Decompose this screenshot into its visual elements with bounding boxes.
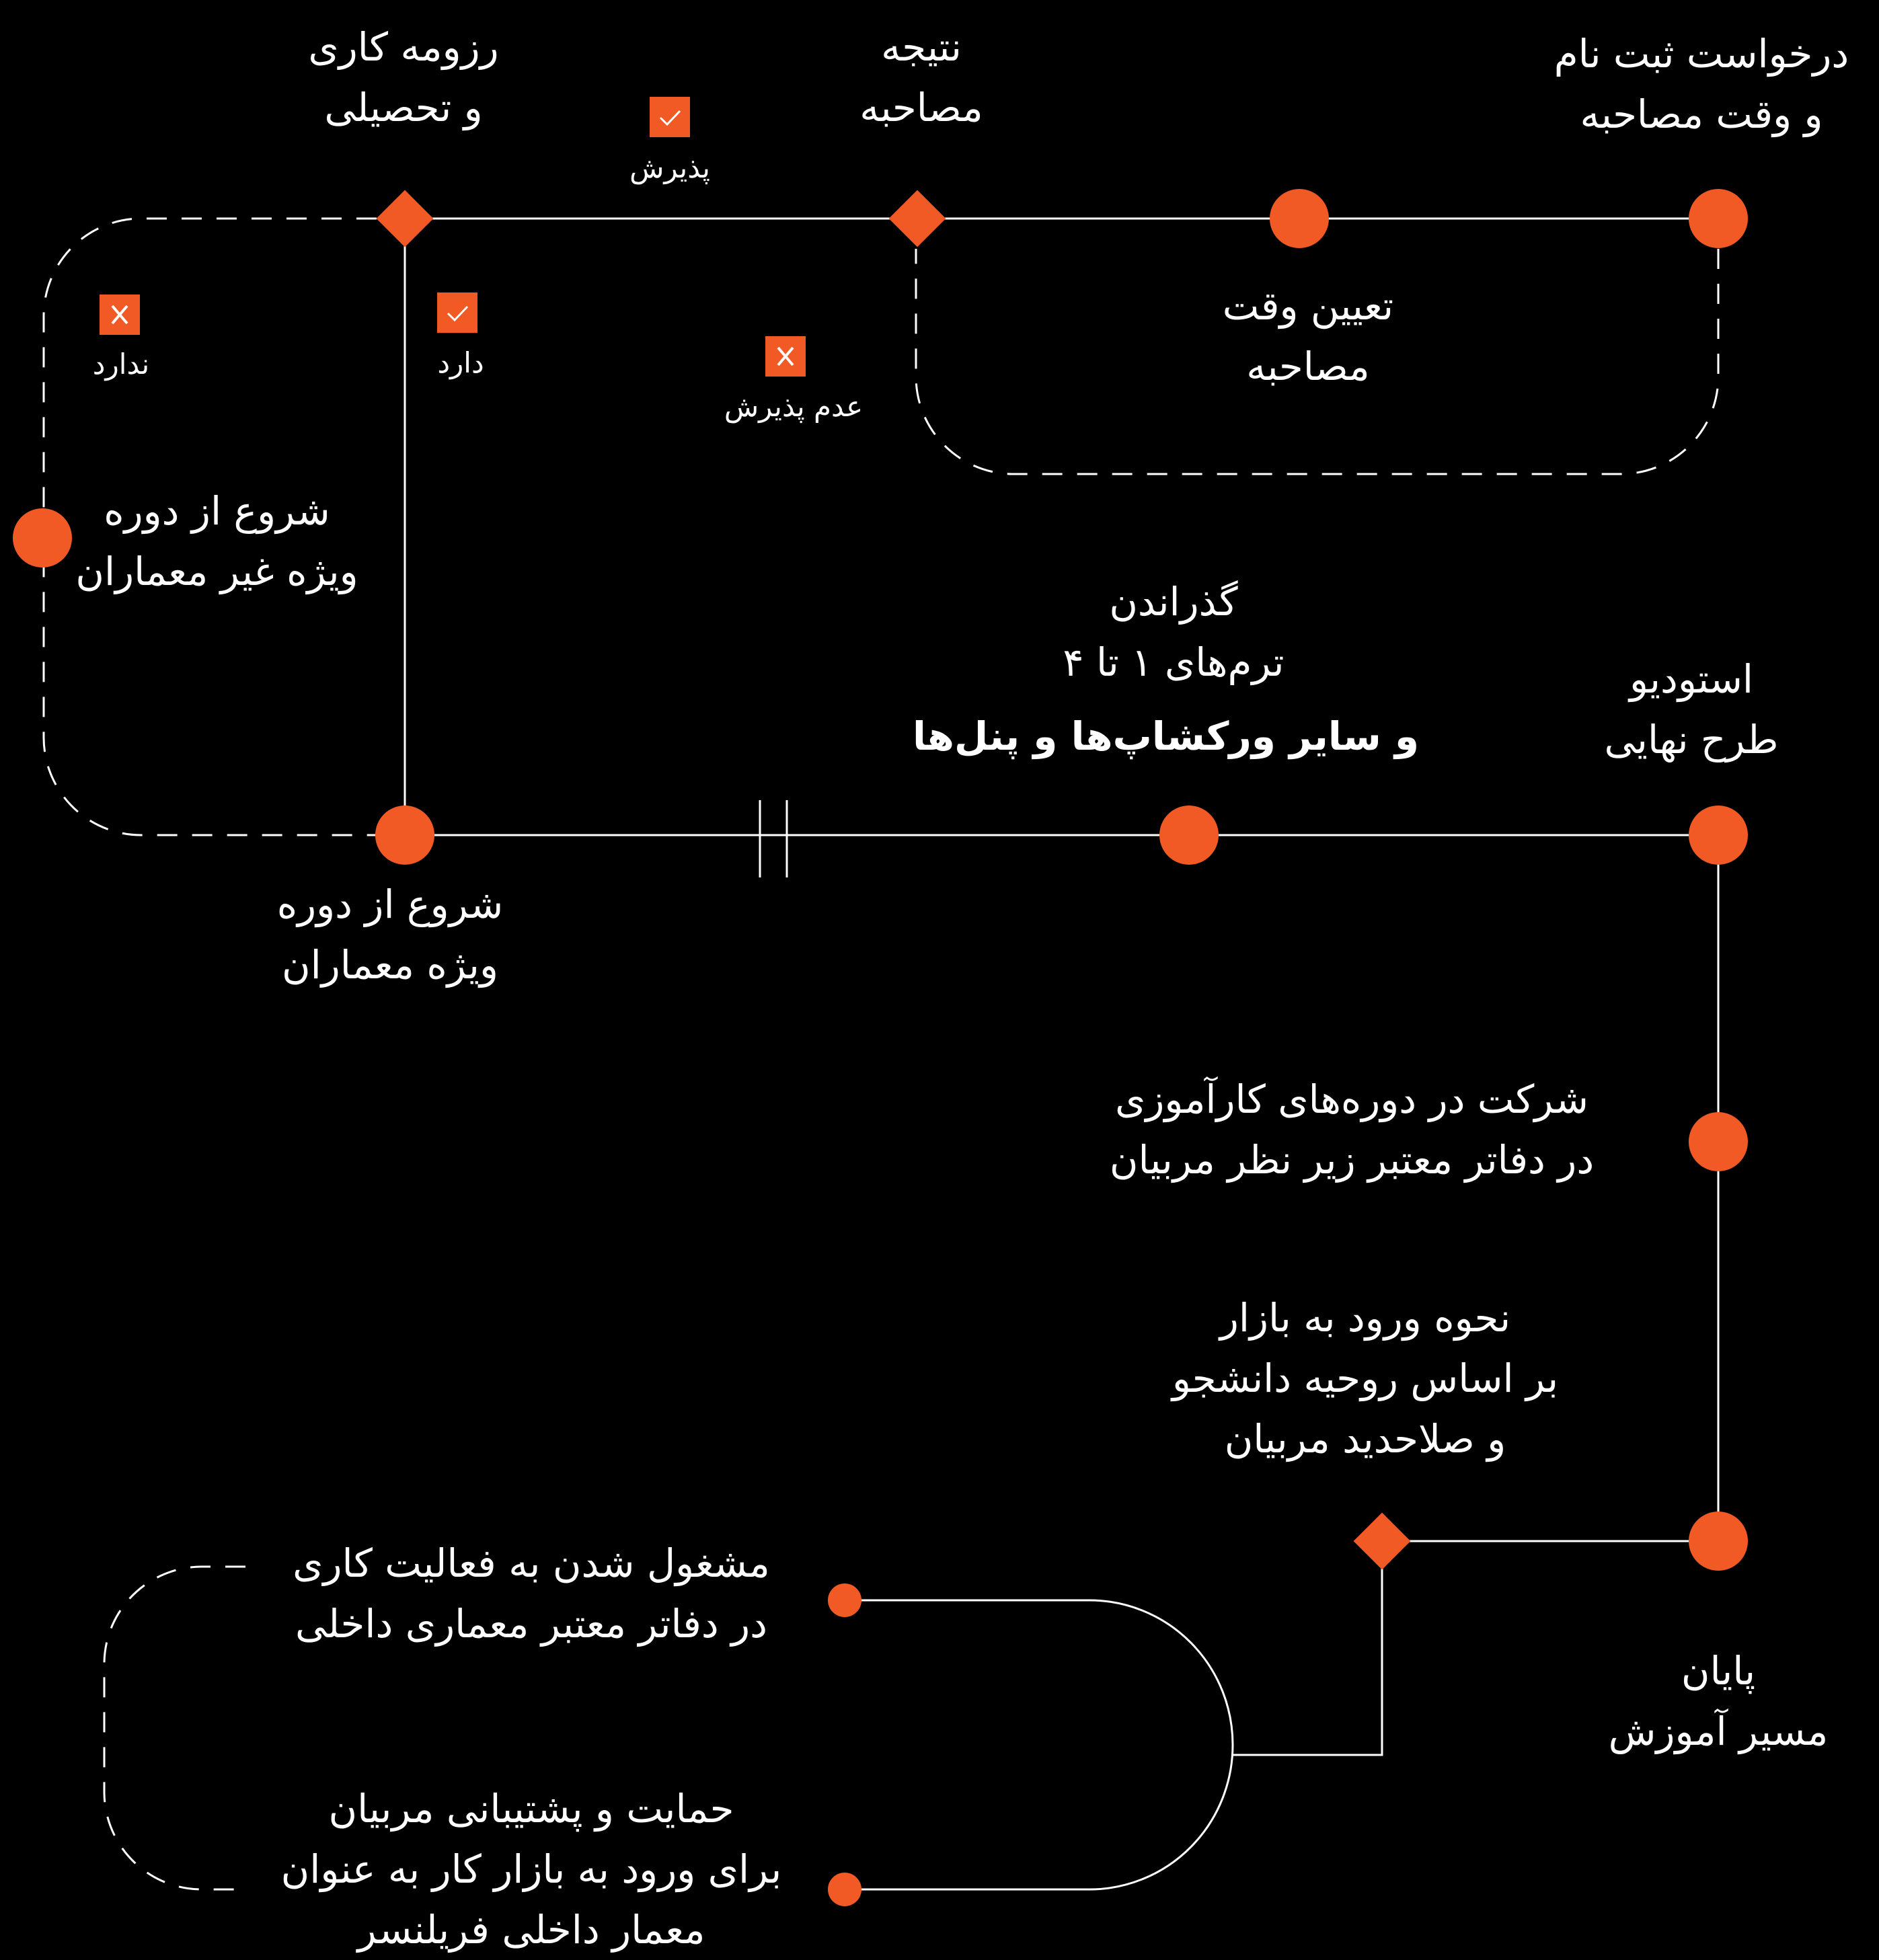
resume-label: رزومه کاری و تحصیلی [308, 24, 499, 130]
interview-result-label: نتیجه مصاحبه [859, 24, 983, 130]
check-icon [437, 292, 477, 333]
final-studio-node [1689, 806, 1748, 865]
internship-node [1689, 1112, 1748, 1171]
market-entry-label: نحوه ورود به بازار بر اساس روحیه دانشجو … [1172, 1295, 1559, 1462]
interview-result-diamond [888, 190, 946, 247]
branch-curve [845, 1599, 1234, 1891]
freelance-node [828, 1873, 861, 1906]
end-label: پایان مسیر آموزش [1608, 1648, 1829, 1754]
registration-label: درخواست ثبت نام و وقت مصاحبه [1554, 31, 1849, 137]
resume-diamond [376, 190, 434, 247]
architects-label: شروع از دوره ویژه معماران [276, 881, 504, 988]
non-architects-label: شروع از دوره ویژه غیر معماران [75, 488, 358, 594]
cross-icon [100, 295, 140, 335]
schedule-label: تعیین وقت مصاحبه [1222, 283, 1394, 389]
has-label: دارد [437, 346, 484, 379]
cross-icon [765, 336, 806, 377]
registration-node [1689, 189, 1748, 248]
career-dashed-loop [103, 1565, 245, 1891]
schedule-node [1270, 189, 1329, 248]
freelance-label: حمایت و پشتیبانی مربیان برای ورود به باز… [280, 1786, 782, 1953]
check-icon [650, 97, 690, 137]
rejected-label: عدم پذیرش [724, 390, 864, 423]
market-entry-diamond [1353, 1512, 1411, 1570]
architects-node [375, 806, 434, 865]
employment-node [828, 1583, 861, 1617]
internship-label: شرکت در دوره‌های کارآموزی در دفاتر معتبر… [1109, 1076, 1595, 1183]
end-node [1689, 1512, 1748, 1571]
non-architects-node [13, 508, 72, 567]
terms-node [1159, 806, 1219, 865]
interview-dashed-loop [915, 249, 1720, 475]
terms-label: گذراندن ترم‌های ۱ تا ۴ و سایر ورکشاپ‌ها … [912, 579, 1419, 759]
employment-label: مشغول شدن به فعالیت کاری در دفاتر معتبر … [293, 1540, 770, 1647]
branch-connector [1233, 1541, 1383, 1756]
accepted-label: پذیرش [629, 151, 710, 184]
final-studio-label: استودیو طرح نهایی [1604, 656, 1779, 762]
has-not-label: ندارد [92, 348, 150, 381]
